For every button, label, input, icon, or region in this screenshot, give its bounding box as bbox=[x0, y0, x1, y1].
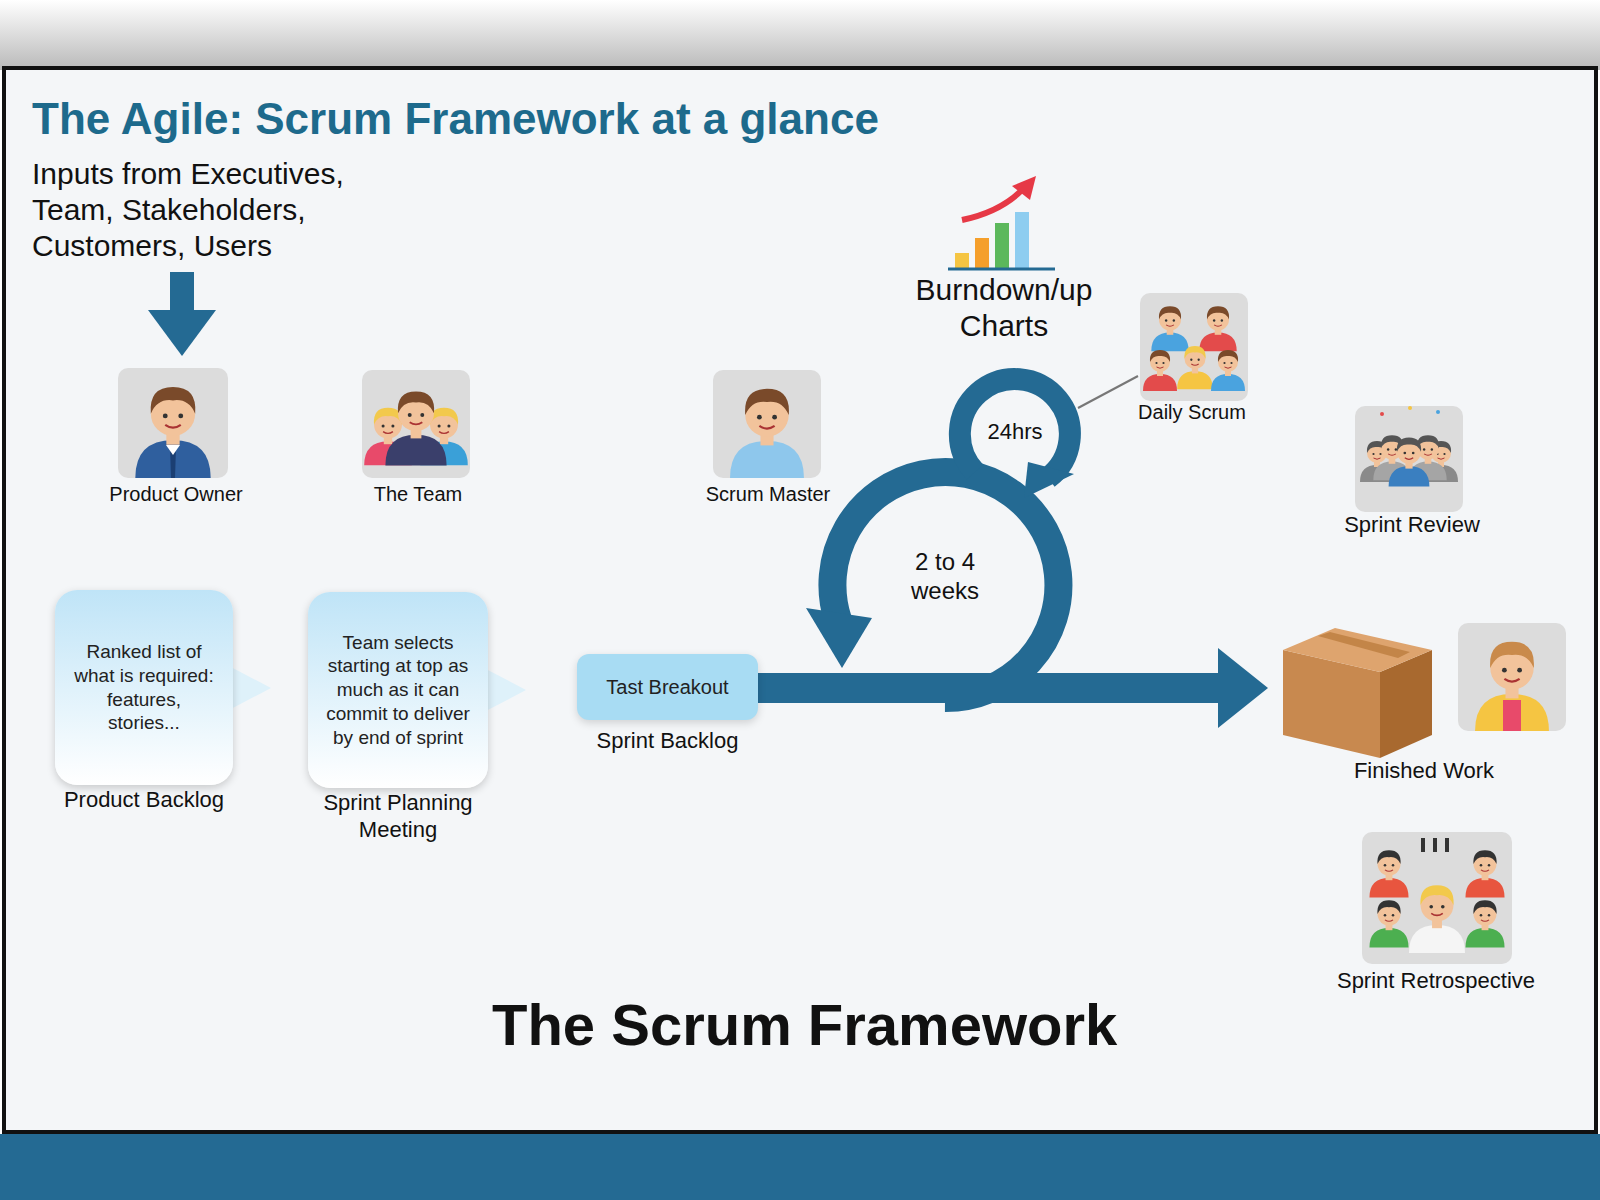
node-shape: Ranked list of what is required: feature… bbox=[55, 590, 233, 785]
product-owner-icon bbox=[118, 368, 228, 478]
role-label: The Team bbox=[323, 482, 513, 506]
bubble-tail bbox=[484, 668, 526, 712]
node-text: Ranked list of what is required: feature… bbox=[69, 640, 219, 735]
sprint-retrospective-icon bbox=[1362, 832, 1512, 964]
node-text: Team selects starting at top as much as … bbox=[322, 631, 474, 750]
bottom-band bbox=[0, 1134, 1600, 1200]
chart-label: Burndown/up Charts bbox=[889, 272, 1119, 344]
sprint-cycle bbox=[832, 379, 1069, 698]
caption: The Scrum Framework bbox=[492, 990, 1117, 1060]
event-label: Sprint Retrospective bbox=[1291, 968, 1581, 994]
top-shade bbox=[0, 0, 1600, 70]
node-heading: Sprint Backlog bbox=[557, 728, 778, 755]
event-label: Daily Scrum bbox=[1107, 400, 1277, 424]
node-heading: Product Backlog bbox=[35, 787, 253, 814]
cycle-label: 24hrs bbox=[973, 419, 1057, 445]
input-arrow bbox=[148, 272, 216, 356]
node-shape: Team selects starting at top as much as … bbox=[308, 592, 488, 788]
role-label: Product Owner bbox=[81, 482, 271, 506]
bubble-tail bbox=[484, 660, 534, 720]
scrum-master-icon bbox=[713, 370, 821, 478]
daily-scrum-icon bbox=[1140, 293, 1248, 401]
callout-bubble: Ranked list of what is required: feature… bbox=[55, 590, 233, 785]
frame bbox=[4, 68, 1596, 1132]
page-title: The Agile: Scrum Framework at a glance bbox=[32, 93, 879, 146]
output-label: Finished Work bbox=[1314, 758, 1534, 784]
team-icon bbox=[362, 370, 470, 478]
node-text: Tast Breakout bbox=[606, 676, 728, 699]
cycle-arrowheads bbox=[758, 462, 1268, 728]
sprint-review-icon bbox=[1355, 406, 1463, 512]
event-label: Sprint Review bbox=[1307, 512, 1517, 538]
node-heading: Sprint Planning Meeting bbox=[288, 790, 508, 844]
callout-bubble: Team selects starting at top as much as … bbox=[308, 592, 488, 788]
bubble-tail bbox=[229, 666, 271, 710]
node-shape: Tast Breakout bbox=[577, 654, 758, 720]
cycle-label: 2 to 4 weeks bbox=[893, 548, 997, 606]
inputs-note: Inputs from Executives, Team, Stakeholde… bbox=[32, 156, 432, 264]
bubble-tail bbox=[229, 658, 279, 718]
role-label: Scrum Master bbox=[673, 482, 863, 506]
burndown-chart-icon bbox=[948, 176, 1055, 269]
leader-line bbox=[1078, 376, 1138, 408]
customer-icon bbox=[1458, 623, 1566, 731]
backlog-box: Tast BreakoutSprint Backlog bbox=[577, 654, 758, 720]
finished-box-icon bbox=[1283, 628, 1432, 758]
